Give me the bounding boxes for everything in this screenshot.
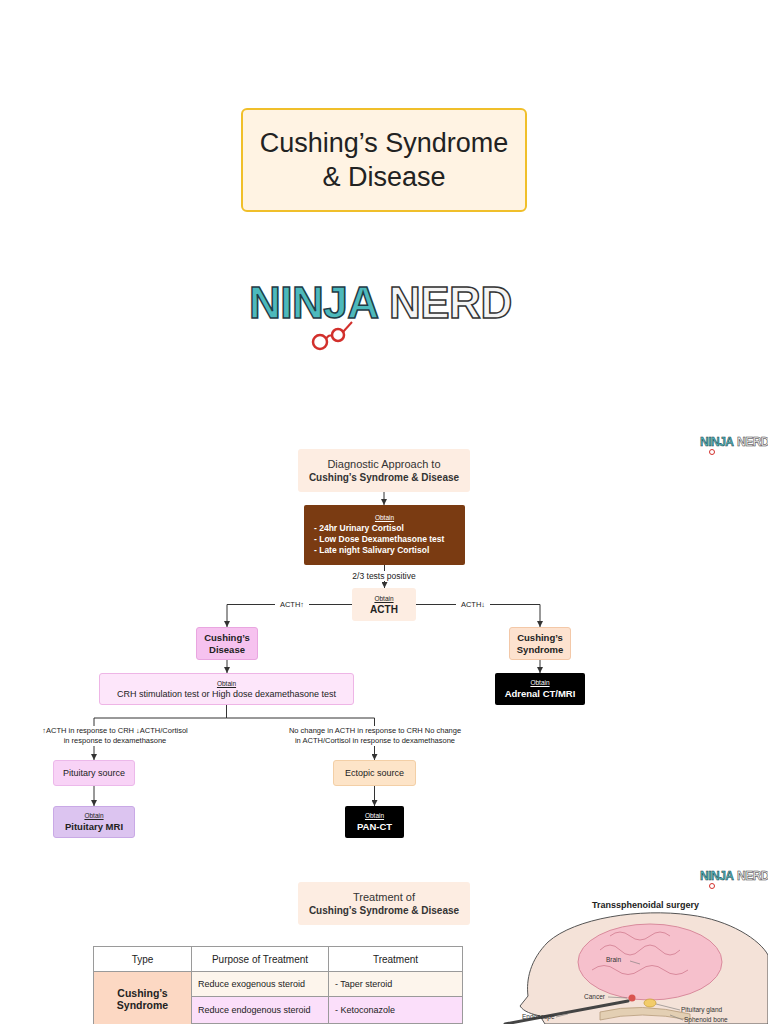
connector-layer [94,492,540,806]
tumour-mark [629,995,636,1002]
node-caption: Obtain [530,679,549,686]
imaging-box: ObtainPituitary MRI [53,806,135,838]
heading-box: Treatment of Cushing’s Syndrome & Disease [298,882,470,925]
node-text: Treatment of [353,891,415,903]
edge-label: ACTH↑ [275,600,309,609]
surgery-illustration [505,913,768,1024]
node-text: - Late night Salivary Cortisol [304,545,429,556]
node-text: Adrenal CT/MRI [505,688,576,699]
logo-word: NERD [389,278,512,328]
node-text: PAN-CT [357,821,392,832]
leader-line [670,1015,683,1020]
glasses-lens [313,335,327,349]
table-cell: - Ketoconazole [328,996,463,1024]
logo-word: NINJA [249,278,379,328]
process-box: ObtainACTH [352,588,416,621]
node-text: Cushing’s Syndrome & Disease [243,126,525,194]
result-box: Ectopic source [333,760,416,786]
result-box: Pituitary source [53,760,135,786]
leader-line [656,1004,680,1010]
node-text: Cushing’s Syndrome & Disease [309,905,459,916]
figure-title: Transsphenoidal surgery [592,900,699,910]
brain-fold [592,966,688,975]
part-name: Pituitary gland [681,1006,722,1013]
edge-label: ACTH↓ [456,600,490,609]
node-text: Cushing’s Syndrome & Disease [309,472,459,483]
endoscope-rod [505,1001,628,1024]
table-header: Type [93,946,192,972]
part-name: Cancer [584,993,605,1000]
glasses-bridge [326,335,332,339]
leader-line [556,1014,568,1017]
glasses-lens [332,329,344,341]
node-caption: Obtain [365,812,384,819]
brain-fold [600,945,680,955]
part-name: Endoscope [522,1013,555,1020]
head-silhouette [520,913,768,1024]
process-box: Obtain - 24hr Urinary Cortisol- Low Dose … [304,505,465,565]
logo-word: NERD [737,869,768,883]
part-name: Brain [606,956,621,963]
result-box: Cushing’s Syndrome [509,627,571,660]
imaging-box: ObtainAdrenal CT/MRI [495,673,585,705]
pituitary-gland [644,999,656,1007]
flow-connector [227,660,228,673]
edge-label: 2/3 tests positive [330,571,438,581]
node-caption: Obtain [217,680,236,687]
node-text: CRH stimulation test or High dose dexame… [117,689,336,699]
node-text: ACTH [370,604,398,615]
edge-label: ↑ACTH in response to CRH ↓ACTH/Cortisol … [22,726,208,746]
node-caption: Obtain [374,595,393,602]
table-cell: Reduce exogenous steroid [191,971,329,997]
flow-connector [94,786,95,806]
node-text: Ectopic source [345,768,404,778]
logo-word: NINJA [700,435,734,449]
logo-word: NINJA [700,869,734,883]
table-header: Purpose of Treatment [191,946,329,972]
brain-fold [610,932,670,940]
node-text: - 24hr Urinary Cortisol [304,523,404,534]
brain-shape [578,924,722,1000]
leader-line [630,961,640,964]
node-caption: Obtain [375,514,394,521]
flow-connector [374,786,375,806]
process-box: ObtainCRH stimulation test or High dose … [99,673,354,705]
leader-line [608,997,627,998]
table-header: Treatment [328,946,463,972]
node-text: - Low Dose Dexamethasone test [304,534,444,545]
node-text: Diagnostic Approach to [327,458,440,470]
node-caption: Obtain [84,812,103,819]
edge-label: No change in ACTH in response to CRH No … [254,726,496,746]
logo-word: NERD [737,435,768,449]
node-text: Pituitary MRI [65,821,123,832]
imaging-box: ObtainPAN-CT [345,806,404,838]
table-cell: Cushing’s Syndrome [93,971,192,1024]
node-text: Cushing’s Disease [197,632,257,656]
table-cell: Reduce endogenous steroid [191,996,329,1024]
glasses-lens [710,450,715,455]
glasses-lens [710,884,715,889]
heading-box: Diagnostic Approach to Cushing’s Syndrome… [298,449,470,492]
flow-connector [540,660,541,673]
flow-connector [384,492,385,505]
part-name: Sphenoid bone [684,1016,728,1023]
table-cell: - Taper steroid [328,971,463,997]
result-box: Cushing’s Disease [196,627,258,660]
node-text: Pituitary source [63,768,125,778]
node-text: Cushing’s Syndrome [510,632,570,656]
title-box: Cushing’s Syndrome & Disease [241,108,527,212]
